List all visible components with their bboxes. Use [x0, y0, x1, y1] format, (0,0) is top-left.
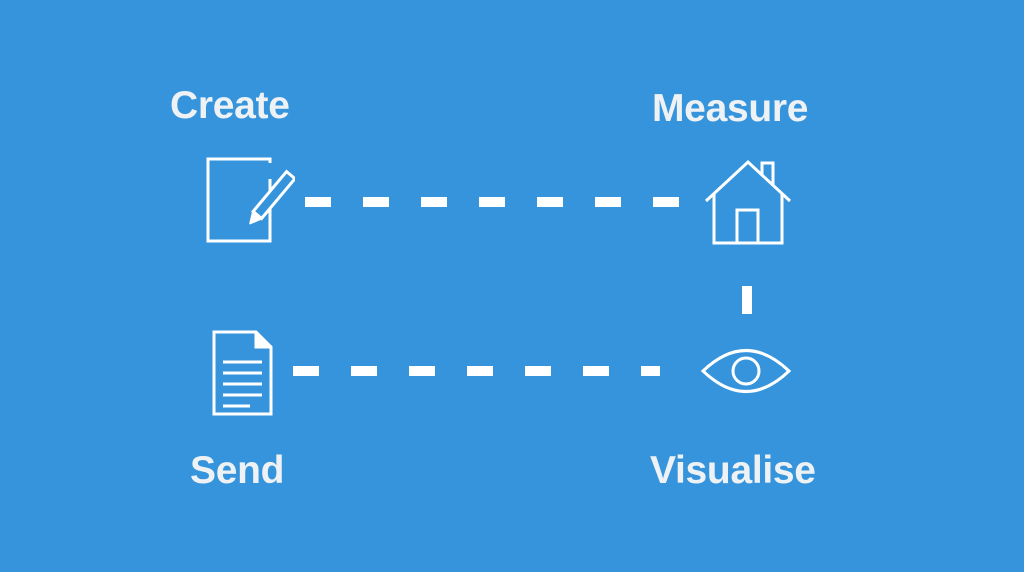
step-measure-label: Measure	[652, 87, 809, 130]
house-icon	[700, 157, 796, 249]
pencil-document-icon	[200, 155, 295, 247]
document-icon	[210, 328, 276, 420]
step-visualise-label: Visualise	[650, 449, 816, 492]
step-send-label: Send	[190, 449, 285, 492]
eye-icon	[698, 343, 794, 399]
step-create-label: Create	[170, 84, 290, 127]
